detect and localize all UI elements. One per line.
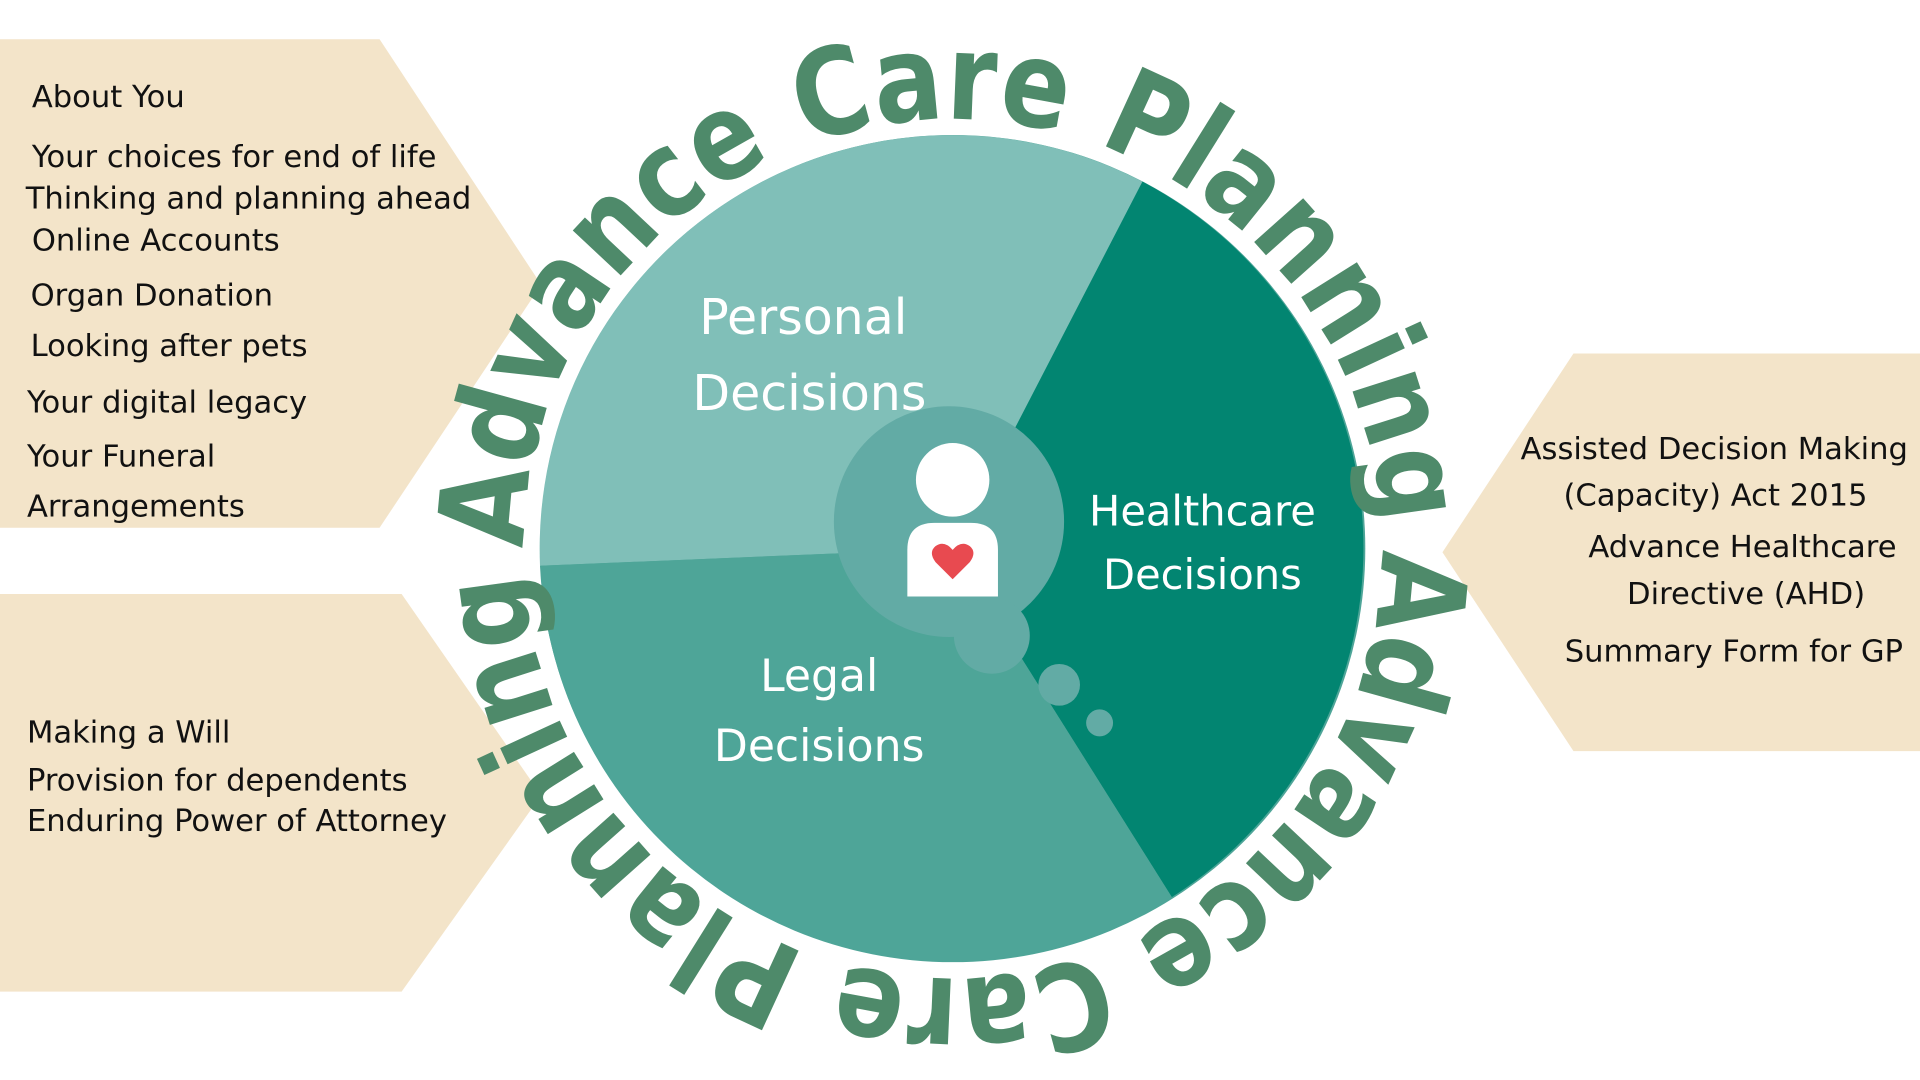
list-item: Organ Donation	[31, 279, 273, 314]
list-item: Online Accounts	[32, 223, 280, 258]
healthcare-items-list: Assisted Decision Making (Capacity) Act …	[1521, 432, 1908, 670]
list-item: Your choices for end of life	[31, 140, 437, 175]
list-item: Provision for dependents	[27, 763, 408, 798]
list-item: Directive (AHD)	[1627, 577, 1865, 612]
list-item: Advance Healthcare	[1588, 530, 1896, 565]
legal-items-list: Making a Will Provision for dependents E…	[27, 715, 447, 838]
personal-decisions-label-2: Decisions	[692, 364, 926, 422]
legal-decisions-label-1: Legal	[760, 651, 878, 702]
person-thought-bubble	[833, 406, 1114, 737]
list-item: Summary Form for GP	[1565, 634, 1903, 669]
list-item: Your Funeral	[26, 439, 215, 474]
list-item: Enduring Power of Attorney	[27, 804, 447, 839]
list-item: Your digital legacy	[26, 385, 307, 420]
personal-decisions-label-1: Personal	[699, 288, 907, 346]
healthcare-decisions-label-1: Healthcare	[1089, 486, 1316, 535]
personal-items-list: About You Your choices for end of life T…	[25, 80, 472, 525]
list-item: Arrangements	[27, 490, 245, 525]
legal-decisions-label-2: Decisions	[714, 721, 925, 772]
healthcare-decisions-label-2: Decisions	[1103, 550, 1302, 599]
list-item: (Capacity) Act 2015	[1563, 479, 1867, 514]
list-item: Making a Will	[27, 715, 230, 750]
list-item: Assisted Decision Making	[1521, 432, 1908, 467]
heart-icon	[931, 543, 974, 580]
list-item: Thinking and planning ahead	[25, 182, 472, 217]
legal-panel	[0, 594, 542, 992]
list-item: About You	[32, 80, 185, 115]
list-item: Looking after pets	[31, 329, 308, 364]
segment-healthcare	[952, 181, 1364, 898]
person-head-icon	[915, 443, 990, 517]
healthcare-panel	[1442, 353, 1920, 752]
personal-panel	[0, 39, 542, 528]
